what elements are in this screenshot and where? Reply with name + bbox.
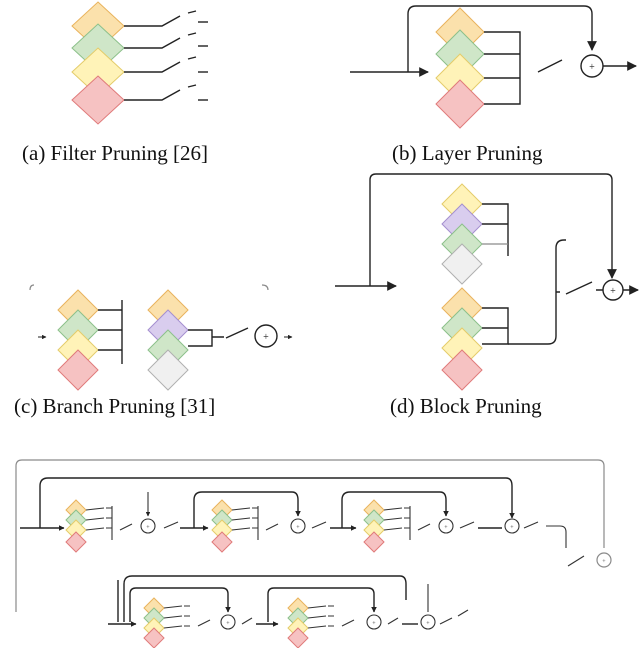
open-switch-icon xyxy=(565,281,593,295)
open-switch-icon xyxy=(537,59,563,73)
filter-lines xyxy=(124,10,208,101)
panel-combined-network: + + + xyxy=(15,459,612,648)
diamond-icon xyxy=(435,79,485,129)
circled-plus-icon: + xyxy=(296,525,300,531)
circled-plus-icon: + xyxy=(146,525,150,531)
open-switch-icon xyxy=(225,327,249,339)
unit-4: + xyxy=(143,597,253,648)
diamond-icon xyxy=(363,531,385,553)
circled-plus-icon: + xyxy=(444,525,448,531)
unit-2: + xyxy=(211,499,327,553)
diamond-icon xyxy=(65,531,87,553)
stack-b xyxy=(435,7,485,129)
caption-branch-pruning: (c) Branch Pruning [31] xyxy=(14,394,215,418)
circled-plus-icon: + xyxy=(263,332,269,343)
skip-connection-b xyxy=(407,5,597,72)
diamond-icon xyxy=(71,75,125,125)
circled-plus-icon: + xyxy=(372,621,376,627)
diamond-icon xyxy=(441,243,483,285)
circled-plus-icon: + xyxy=(426,621,430,627)
panel-branch-pruning: + (c) Branch Pruning [31] xyxy=(14,284,293,418)
circled-plus-icon: + xyxy=(589,62,595,73)
diamond-icon xyxy=(143,627,165,648)
diamond-icon xyxy=(57,349,99,391)
block-d-lower xyxy=(441,239,566,391)
unit-3: + xyxy=(363,499,475,553)
panel-block-pruning: + (d) Block Pruning xyxy=(335,173,638,418)
circled-plus-icon: + xyxy=(602,559,606,565)
unit-1: + xyxy=(65,492,179,553)
block-d-upper xyxy=(441,183,509,285)
circled-plus-icon: + xyxy=(510,525,514,531)
stack-a xyxy=(71,1,125,125)
sum-node-b: + xyxy=(580,54,604,78)
diamond-icon xyxy=(287,627,309,648)
sum-node-c: + xyxy=(254,324,278,348)
diamond-icon xyxy=(441,349,483,391)
diamond-icon xyxy=(147,349,189,391)
sum-node-d: + xyxy=(602,279,624,301)
panel-filter-pruning: (a) Filter Pruning [26] xyxy=(22,1,208,165)
stack-c-branches xyxy=(147,289,189,391)
stack-c-input xyxy=(57,289,99,391)
unit-5: + xyxy=(287,597,399,648)
skip-connection-d xyxy=(369,173,617,286)
diamond-icon xyxy=(211,531,233,553)
panel-layer-pruning: + (b) Layer Pruning xyxy=(350,5,637,165)
caption-filter-pruning: (a) Filter Pruning [26] xyxy=(22,141,208,165)
caption-layer-pruning: (b) Layer Pruning xyxy=(392,141,543,165)
caption-block-pruning: (d) Block Pruning xyxy=(390,394,542,418)
circled-plus-icon: + xyxy=(226,621,230,627)
circled-plus-icon: + xyxy=(610,286,616,297)
